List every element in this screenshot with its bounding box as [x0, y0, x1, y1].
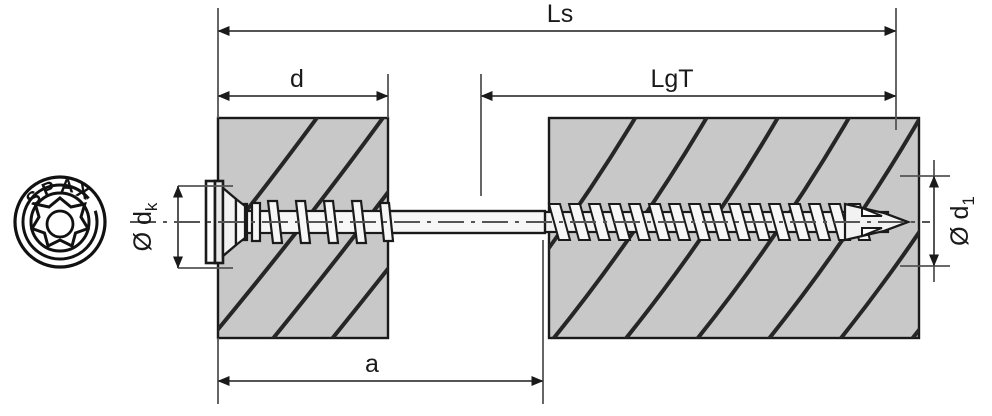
- dimension-label-a: a: [365, 350, 379, 378]
- dimension-label-dk: Ø dk: [129, 202, 161, 251]
- spax-logo-inner-ring: [29, 191, 91, 253]
- spax-logo: S P A X: [13, 175, 107, 269]
- spax-letter-a: A: [60, 176, 75, 197]
- dimension-label-d1: Ø d1: [946, 196, 978, 246]
- svg-text:Ø dk: Ø dk: [129, 202, 161, 251]
- dimension-lines: [173, 26, 939, 386]
- d1-subscript: 1: [959, 196, 978, 205]
- spax-letter-x: X: [73, 180, 93, 204]
- dimension-label-Ls: Ls: [547, 0, 573, 28]
- spax-screw: [130, 179, 930, 265]
- dimension-label-LgT: LgT: [650, 65, 693, 93]
- spax-torx-star-icon: [29, 196, 91, 249]
- dk-main: Ø d: [129, 211, 157, 251]
- spax-logo-outer-ring: [13, 175, 107, 269]
- dimension-label-d: d: [290, 65, 304, 93]
- screw-tip: [843, 202, 912, 242]
- spax-logo-mid-ring: [21, 183, 99, 261]
- right-timber-member: [547, 116, 921, 340]
- spax-torx-socket: [45, 209, 75, 239]
- dk-subscript: k: [142, 202, 161, 211]
- svg-text:Ø d1: Ø d1: [946, 196, 978, 246]
- d1-main: Ø d: [946, 206, 974, 246]
